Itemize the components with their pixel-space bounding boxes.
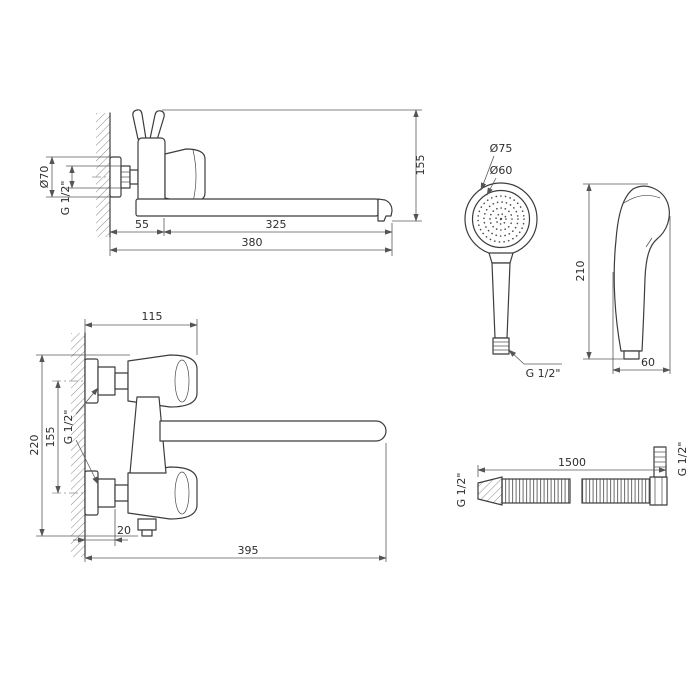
hose-segment-left	[501, 478, 571, 504]
dim-hose-thread-left: G 1/2"	[455, 473, 468, 508]
hose-dimensions: 1500 G 1/2" G 1/2"	[455, 442, 689, 508]
face-edge-line	[623, 195, 661, 204]
handle-knob	[164, 148, 206, 204]
handset-neck	[488, 252, 514, 264]
wall-hatching	[71, 333, 85, 557]
dim-face-diameter: Ø60	[490, 164, 513, 177]
spray-ring	[495, 213, 507, 225]
side-view-dimensions: Ø70 G 1/2" 155 55 325 380	[38, 109, 427, 256]
handset-side-outline	[613, 185, 670, 352]
dim-side-height: 155	[414, 155, 427, 176]
dim-total-height: 220	[28, 435, 41, 456]
dim-handset-thread: G 1/2"	[526, 367, 561, 380]
bottom-flange	[84, 470, 99, 516]
hose-cone-fitting-left	[477, 476, 503, 506]
spray-center	[499, 217, 503, 221]
handset-side-view	[613, 185, 670, 360]
dim-wall-offset-front: 20	[117, 524, 131, 537]
shower-holder-prong-right	[149, 110, 165, 141]
top-handle-knob	[127, 354, 198, 408]
top-neck	[114, 372, 129, 390]
spout-front	[159, 420, 387, 442]
dim-hose-length: 1500	[558, 456, 586, 469]
dim-wall-thread: G 1/2"	[59, 181, 72, 216]
spray-ring	[483, 201, 519, 237]
handset-side-thread-stub	[623, 350, 640, 360]
spray-ring	[489, 207, 513, 231]
hose-nut-right	[649, 476, 668, 506]
faucet-side-view	[92, 109, 393, 238]
dim-handset-width: 60	[641, 356, 655, 369]
dim-front-thread: G 1/2"	[62, 410, 75, 445]
handset-shaft	[491, 262, 511, 339]
hose-outlet-nipple	[141, 529, 153, 537]
dim-total-reach: 380	[242, 236, 263, 249]
bottom-neck	[114, 484, 129, 502]
bottom-eccentric	[97, 478, 116, 508]
dim-handset-height: 210	[574, 261, 587, 282]
hose-segment-right	[581, 478, 651, 504]
handset-front-dimensions: Ø75 Ø60 G 1/2"	[480, 142, 562, 380]
wall-hatching	[96, 113, 110, 237]
top-flange	[84, 358, 99, 404]
dim-top-width: 115	[142, 310, 163, 323]
hose-outlet	[137, 518, 157, 531]
handset-face-circle	[471, 189, 531, 249]
spout-tip	[377, 198, 393, 222]
front-view-dimensions: 115 155 220 G 1/2" 20 395	[28, 310, 387, 562]
dim-wall-offset: 55	[135, 218, 149, 231]
handset-front-view	[464, 182, 538, 355]
dim-flange-diameter: Ø70	[38, 166, 51, 189]
dim-spout-reach: 325	[266, 218, 287, 231]
spout-tube	[135, 198, 379, 217]
top-eccentric	[97, 366, 116, 396]
spray-ring	[477, 195, 525, 243]
dim-total-reach-front: 395	[238, 544, 259, 557]
mixer-body	[129, 396, 167, 474]
dim-hose-thread-right: G 1/2"	[676, 442, 689, 477]
handset-side-dimensions: 210 60	[574, 183, 671, 374]
bottom-handle-knob	[127, 466, 198, 520]
faucet-front-view	[52, 332, 387, 558]
dim-outer-diameter: Ø75	[490, 142, 513, 155]
dim-centers-distance: 155	[44, 427, 57, 448]
shower-holder-prong-left	[132, 109, 147, 140]
wall-flange	[109, 156, 122, 198]
joint	[129, 169, 139, 185]
